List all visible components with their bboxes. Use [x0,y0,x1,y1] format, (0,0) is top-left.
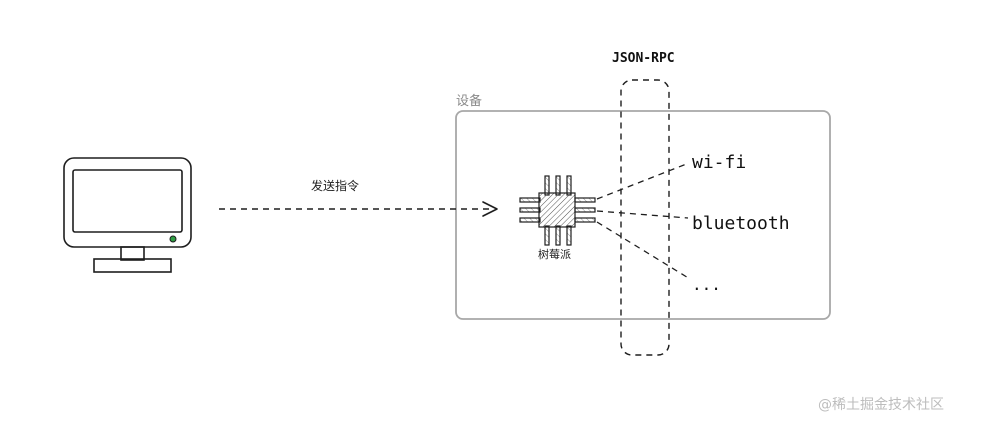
json-rpc-boundary [620,79,670,356]
command-label: 发送指令 [311,178,359,193]
arrowhead-icon [482,201,498,217]
computer-monitor-icon [63,157,192,273]
power-led-icon [169,235,177,243]
connection-bluetooth [596,210,689,219]
device-label: 设备 [456,93,482,109]
chip-label: 树莓派 [538,247,571,261]
json-rpc-label: JSON-RPC [612,51,675,66]
target-more: ... [692,275,721,294]
connection-more [596,221,691,280]
target-wifi: wi-fi [692,152,746,173]
target-bluetooth: bluetooth [692,213,790,234]
chip-icon [519,175,596,246]
watermark: @稀土掘金技术社区 [818,397,944,413]
device-box [455,110,831,320]
connection-wifi [596,162,690,200]
